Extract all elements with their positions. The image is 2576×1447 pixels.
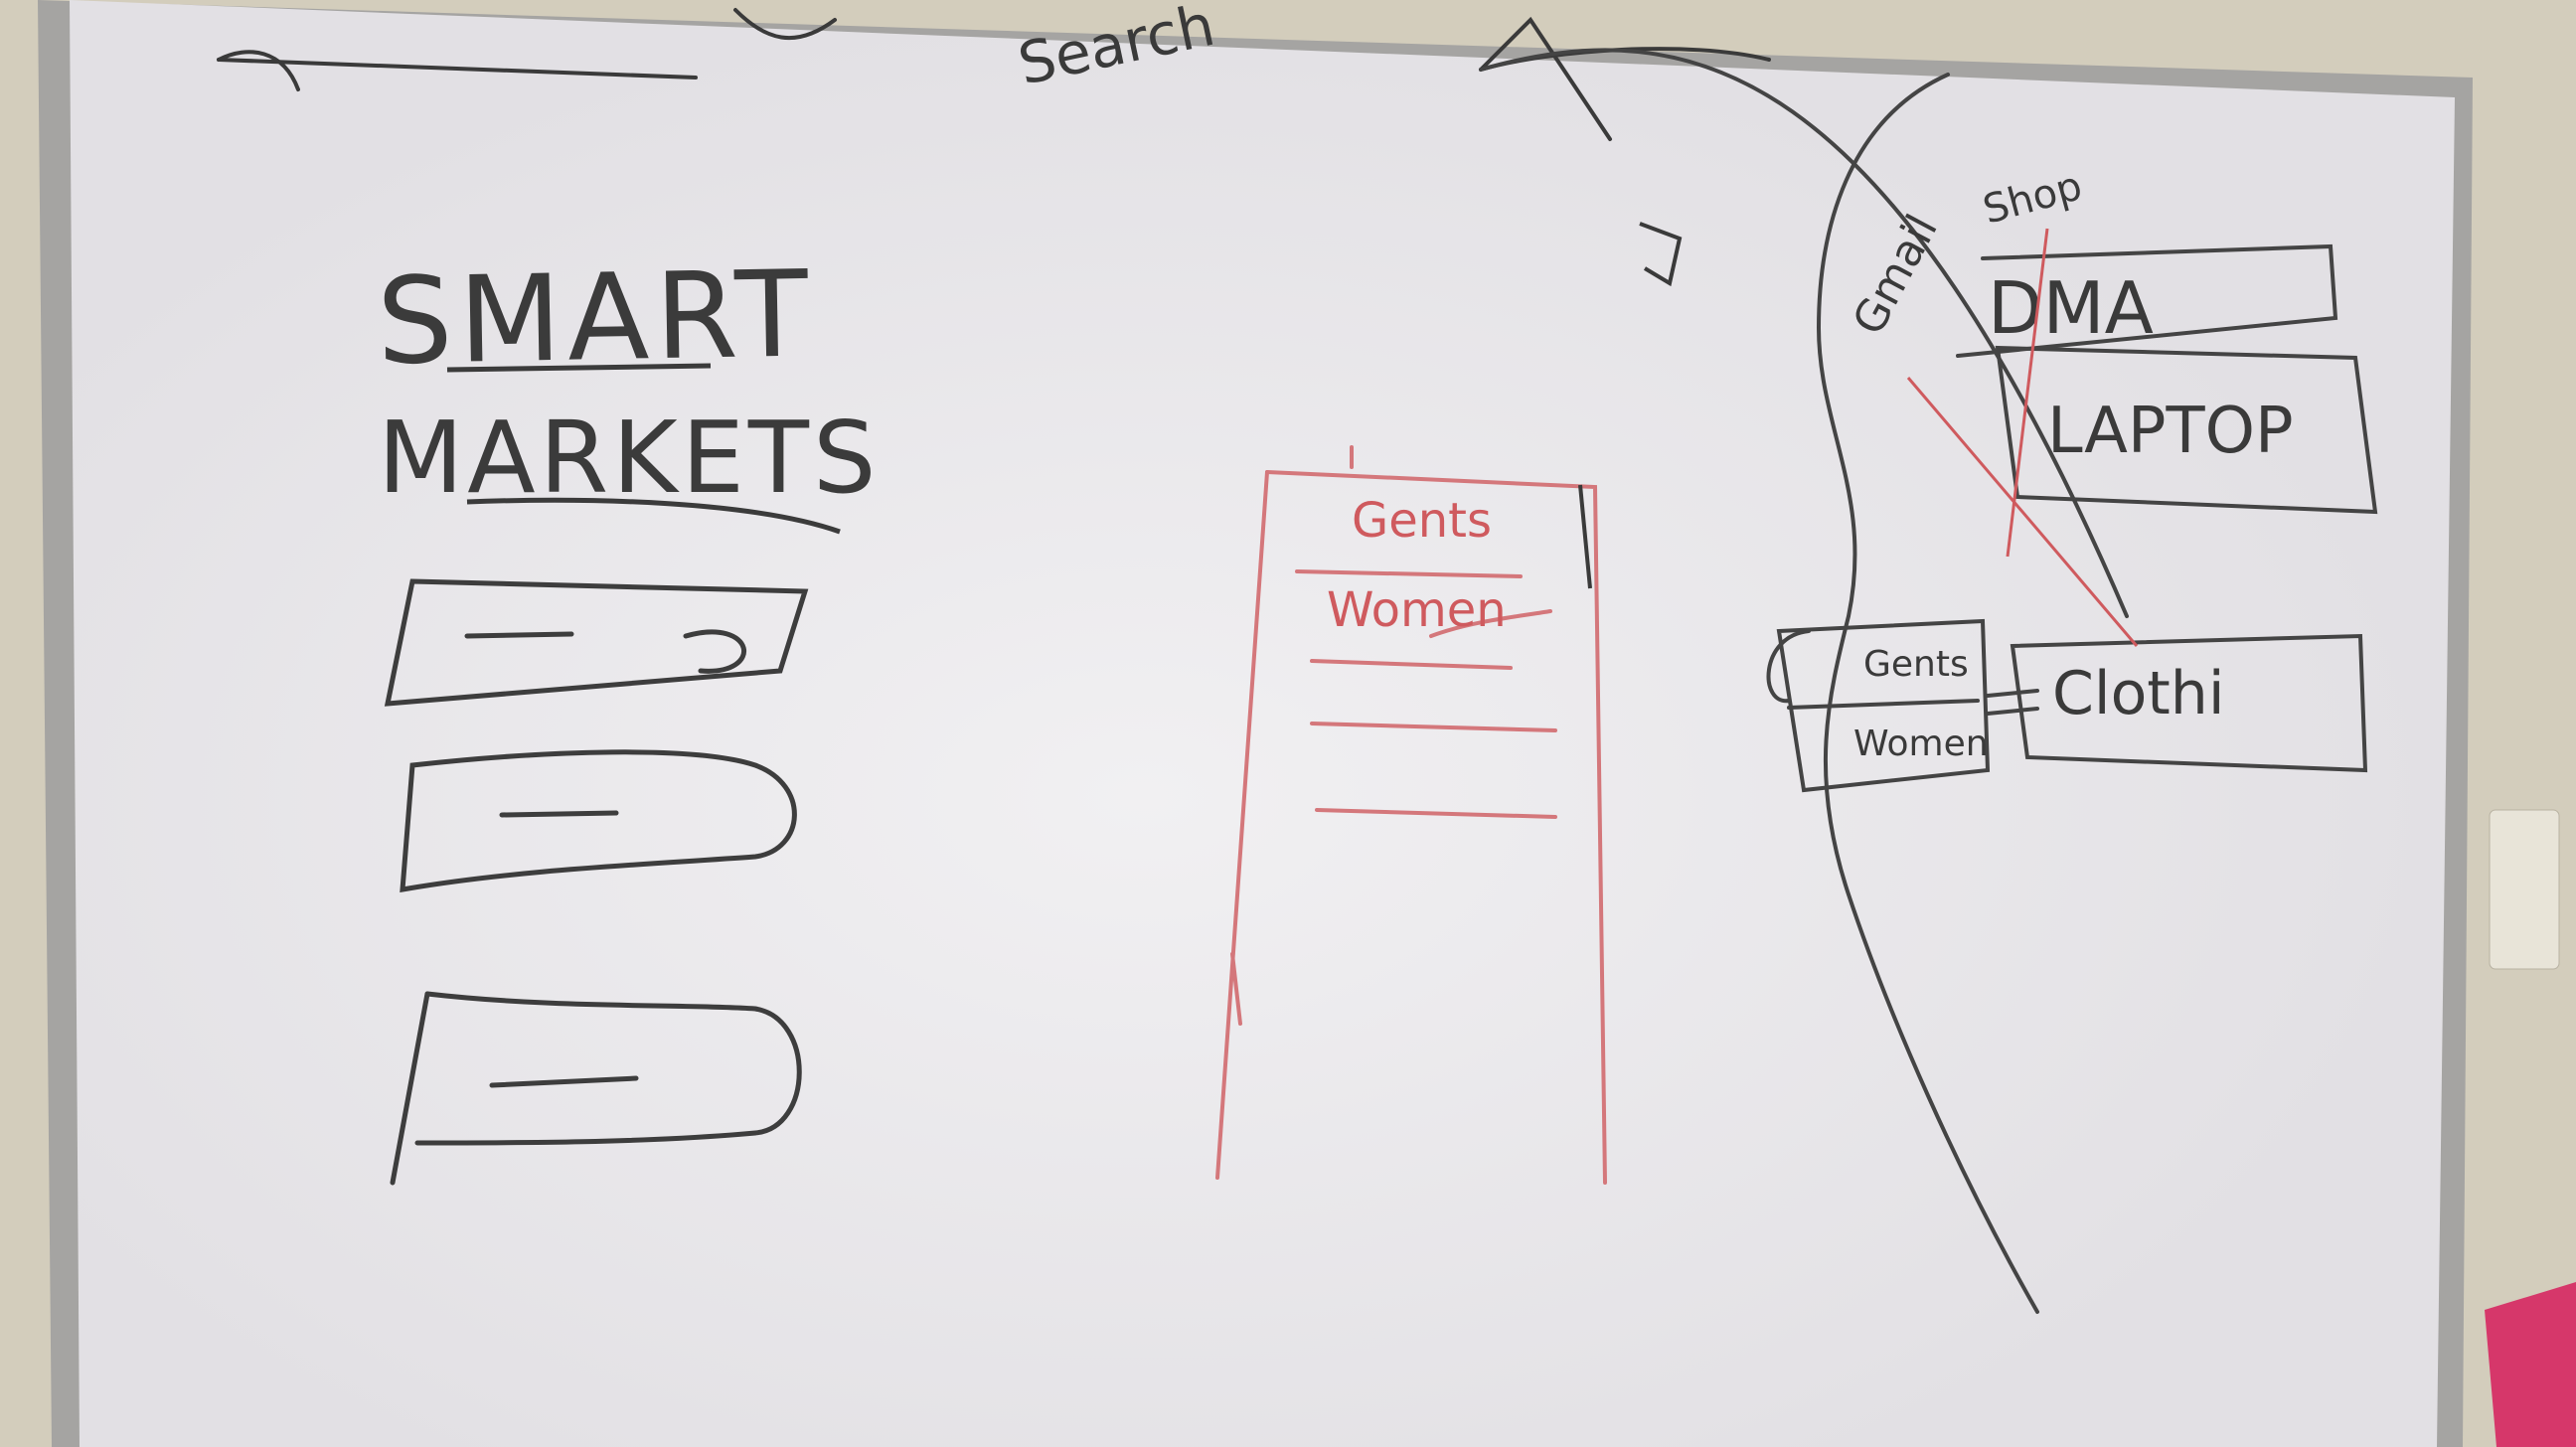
light-switch: [2489, 809, 2560, 970]
button-sketches: [384, 578, 809, 1186]
pink-list-panel: [1215, 445, 1607, 1185]
title-underline: [446, 363, 712, 373]
board-surface: [70, 0, 2455, 1447]
arrow-scribble: [1639, 222, 1683, 287]
category-dma: DMA: [1988, 266, 2154, 350]
category-clothes: Clothi: [2052, 659, 2225, 728]
pink-item-2: Women: [1327, 582, 1507, 638]
pink-item-1: Gents: [1352, 493, 1492, 549]
pink-panel-dark-edge: [1578, 484, 1592, 589]
board-subtitle: MARKETS: [378, 400, 881, 516]
small-box-item-1: Gents: [1863, 644, 1969, 685]
small-box: [1766, 618, 2039, 793]
category-laptop: LAPTOP: [2047, 395, 2294, 468]
subtitle-underline: [466, 497, 841, 535]
red-bag: [2485, 1282, 2576, 1447]
category-boxes: [1956, 243, 2378, 773]
red-cross: [1906, 228, 2139, 647]
small-box-item-2: Women: [1853, 724, 1989, 764]
